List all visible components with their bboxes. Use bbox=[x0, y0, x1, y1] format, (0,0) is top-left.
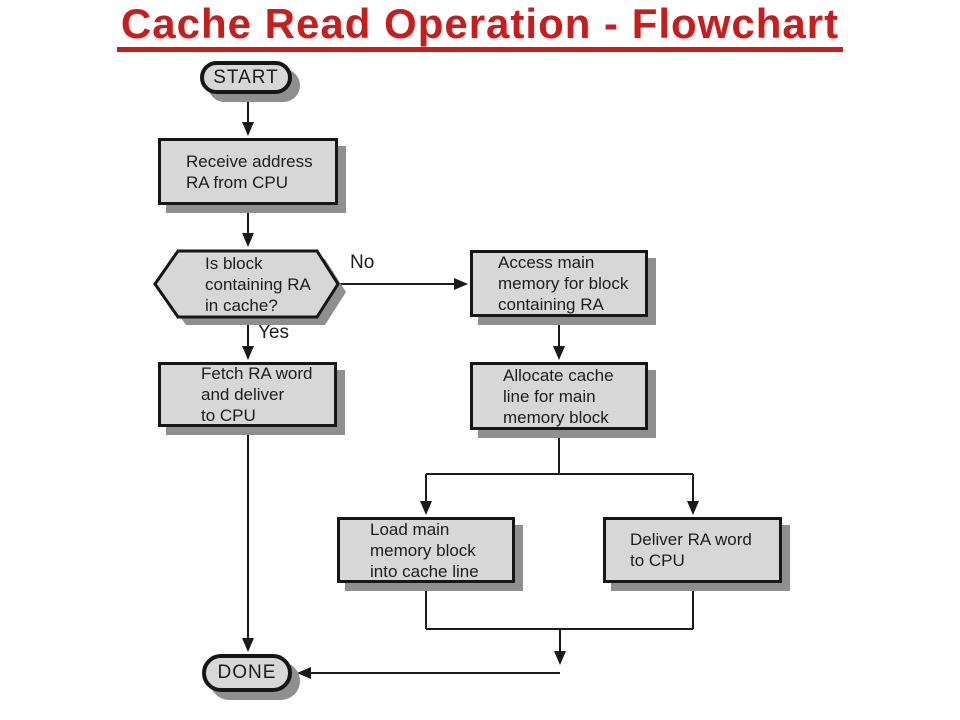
node-line: containing RA bbox=[498, 295, 604, 314]
cache-decision-hexagon: Is block containing RA in cache? bbox=[153, 249, 355, 333]
node-line: to CPU bbox=[201, 406, 256, 425]
page-title: Cache Read Operation - Flowchart bbox=[0, 2, 960, 52]
access-memory-box: Access main memory for block containing … bbox=[470, 250, 648, 317]
fetch-word-box: Fetch RA word and deliver to CPU bbox=[158, 362, 337, 427]
node-line: line for main bbox=[503, 386, 596, 406]
no-label: No bbox=[350, 252, 375, 273]
node-line: RA from CPU bbox=[186, 172, 289, 192]
node-line: memory for block bbox=[498, 274, 629, 293]
node-line: Deliver RA word bbox=[630, 530, 752, 549]
receive-address-box: Receive address RA from CPU bbox=[158, 138, 338, 205]
node-line: Allocate cache bbox=[503, 365, 614, 385]
node-line: and deliver bbox=[201, 385, 285, 404]
node-line: containing RA bbox=[205, 274, 311, 294]
node-line: into cache line bbox=[370, 561, 479, 581]
node-line: Is block bbox=[205, 253, 263, 273]
page-title-text: Cache Read Operation - Flowchart bbox=[116, 2, 844, 52]
done-terminal: DONE bbox=[202, 654, 292, 692]
node-line: in cache? bbox=[205, 295, 278, 315]
hexagon-shape bbox=[153, 249, 346, 325]
node-line: Receive address bbox=[186, 151, 313, 171]
node-line: Fetch RA word bbox=[201, 364, 313, 383]
node-line: Load main bbox=[370, 519, 450, 539]
node-line: Access main bbox=[498, 253, 595, 272]
node-line: memory block bbox=[503, 407, 609, 427]
done-label: DONE bbox=[217, 662, 277, 683]
allocate-line-box: Allocate cache line for main memory bloc… bbox=[470, 362, 648, 430]
deliver-word-box: Deliver RA word to CPU bbox=[603, 517, 782, 583]
start-label: START bbox=[213, 66, 279, 88]
node-line: memory block bbox=[370, 540, 476, 560]
load-block-box: Load main memory block into cache line bbox=[337, 517, 515, 583]
node-line: to CPU bbox=[630, 551, 685, 570]
start-terminal: START bbox=[200, 61, 292, 94]
yes-label: Yes bbox=[258, 322, 289, 343]
